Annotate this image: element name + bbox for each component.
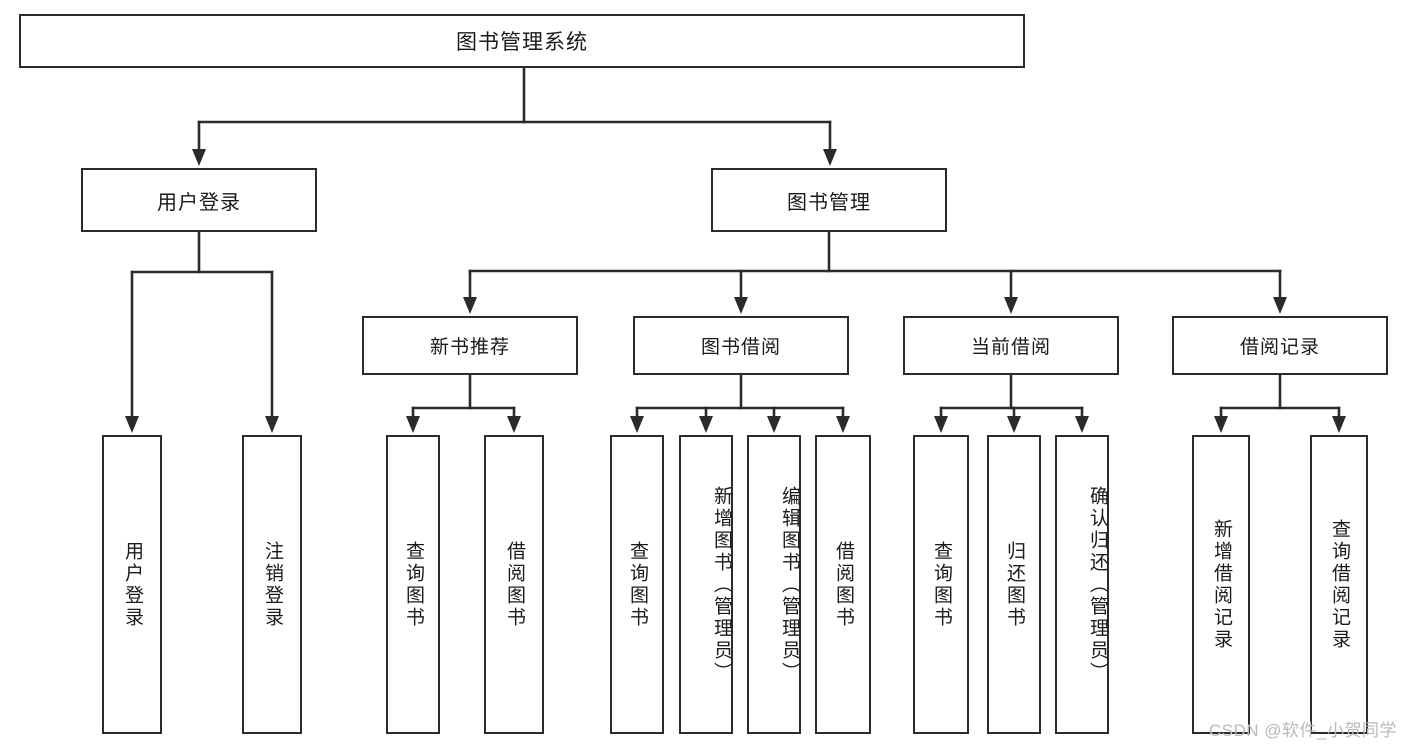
node-root[interactable]: 图书管理系统 (19, 14, 1025, 68)
leaf-leaf-add-book[interactable]: 新增图书（管理员） (679, 435, 733, 734)
node-book-borrow[interactable]: 图书借阅 (633, 316, 849, 375)
leaf-leaf-user-login[interactable]: 用户登录 (102, 435, 162, 734)
node-current-borrow[interactable]: 当前借阅 (903, 316, 1119, 375)
node-label: 查询图书 (930, 540, 952, 629)
leaf-leaf-borrow-book-bor[interactable]: 借阅图书 (815, 435, 871, 734)
node-label: 新书推荐 (429, 337, 510, 358)
node-label: 借阅图书 (832, 540, 854, 629)
leaf-leaf-logout[interactable]: 注销登录 (242, 435, 302, 734)
node-label: 借阅图书 (503, 540, 525, 629)
leaf-leaf-edit-book[interactable]: 编辑图书（管理员） (747, 435, 801, 734)
node-label: 确认归还（管理员） (1087, 485, 1108, 684)
leaf-leaf-query-book-bor[interactable]: 查询图书 (610, 435, 664, 734)
leaf-leaf-query-book-cur[interactable]: 查询图书 (913, 435, 969, 734)
node-label: 图书管理 (787, 191, 871, 214)
node-label: 查询图书 (402, 540, 424, 629)
node-borrow-record[interactable]: 借阅记录 (1172, 316, 1388, 375)
node-label: 新增借阅记录 (1210, 518, 1232, 651)
node-label: 查询图书 (626, 540, 648, 629)
node-label: 图书管理系统 (456, 31, 588, 54)
leaf-leaf-query-book-rec[interactable]: 查询图书 (386, 435, 440, 734)
node-label: 归还图书 (1003, 540, 1025, 629)
node-label: 借阅记录 (1239, 337, 1320, 358)
node-label: 查询借阅记录 (1328, 518, 1350, 651)
node-new-book-rec[interactable]: 新书推荐 (362, 316, 578, 375)
watermark-text: CSDN @软件_小贺同学 (1208, 721, 1397, 740)
node-book-manage[interactable]: 图书管理 (711, 168, 947, 232)
leaf-leaf-query-record[interactable]: 查询借阅记录 (1310, 435, 1368, 734)
node-label: 用户登录 (157, 191, 241, 214)
node-label: 编辑图书（管理员） (779, 485, 800, 684)
leaf-leaf-add-record[interactable]: 新增借阅记录 (1192, 435, 1250, 734)
node-label: 注销登录 (261, 540, 283, 629)
node-label: 当前借阅 (970, 337, 1051, 358)
leaf-leaf-return-book[interactable]: 归还图书 (987, 435, 1041, 734)
node-label: 图书借阅 (700, 337, 781, 358)
leaf-leaf-borrow-book-rec[interactable]: 借阅图书 (484, 435, 544, 734)
node-label: 新增图书（管理员） (711, 485, 732, 684)
leaf-leaf-confirm-return[interactable]: 确认归还（管理员） (1055, 435, 1109, 734)
node-user-login[interactable]: 用户登录 (81, 168, 317, 232)
node-label: 用户登录 (121, 540, 143, 629)
